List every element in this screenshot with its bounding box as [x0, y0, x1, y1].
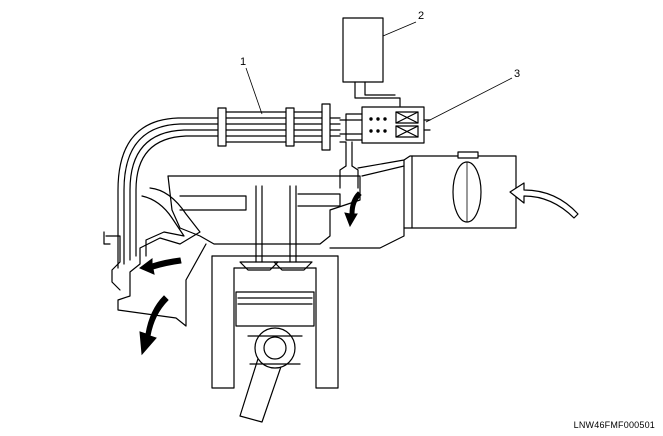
leader-line-1 — [245, 67, 263, 115]
egr-flow-arrow — [344, 191, 362, 228]
callout-1: 1 — [240, 56, 247, 68]
exhaust-arrow-down — [139, 295, 169, 356]
cylinder-head — [167, 175, 361, 271]
reference-code: LNW46FMF000501 — [573, 420, 655, 430]
engine-block — [211, 255, 339, 423]
exhaust-manifold — [103, 187, 207, 327]
piston — [235, 291, 315, 327]
intake-air-arrow — [509, 182, 579, 219]
egr-pipe — [117, 103, 359, 269]
control-unit-box — [342, 17, 401, 107]
exhaust-arrow-short — [139, 257, 182, 275]
egr-valve — [339, 106, 431, 144]
leader-line-2 — [382, 21, 417, 37]
callout-2: 2 — [418, 10, 425, 22]
leader-line-3 — [425, 77, 513, 123]
callout-3: 3 — [514, 68, 521, 80]
intake-duct — [329, 151, 517, 249]
